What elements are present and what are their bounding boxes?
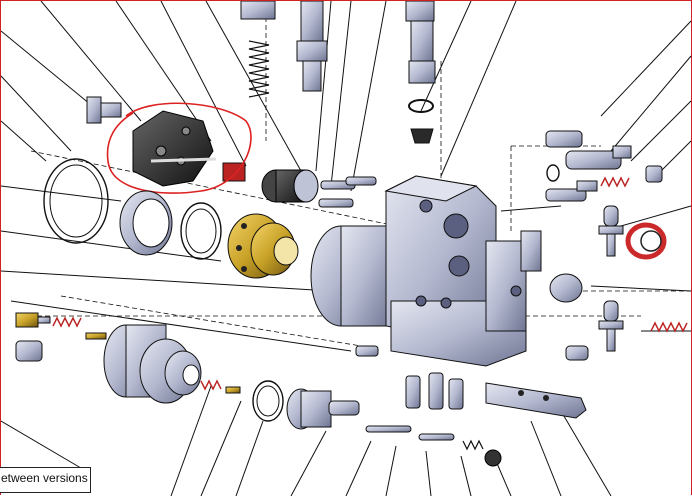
three-small-cylinders [405,372,464,410]
small-pins-cluster [318,176,377,208]
caption-box [0,467,91,493]
lower-ball [484,449,502,467]
left-bolt [86,96,122,124]
right-small-oring [546,164,560,182]
right-valve-piston [565,145,632,170]
red-spring-coil [625,222,667,260]
lower-small-spring [462,439,484,451]
right-edge-spring [650,321,688,333]
small-pin-lower [418,433,455,441]
lower-left-cap [15,340,43,362]
right-top-spool [545,130,583,148]
pump-head-spring [200,379,222,391]
long-pin-lower [365,425,412,433]
vertical-pin-upper [598,205,624,257]
caption-text: etween versions [1,471,88,485]
top-valve-plunger [296,1,328,92]
large-oring-left [43,158,109,244]
top-cap-part [240,1,276,20]
lower-oring [252,380,284,422]
right-cap-small [645,165,663,183]
steel-sleeve-ring [119,190,173,256]
right-needle-pin [545,180,598,202]
main-pump-housing [310,175,542,367]
finned-valve-cylinder [261,169,319,203]
small-brass-pin [225,386,241,394]
small-black-cap [410,128,434,144]
top-spring [248,40,270,98]
top-oring [408,99,434,113]
lower-left-small-pin [85,332,107,340]
top-right-piston [405,1,436,84]
highlight-circle [106,102,252,194]
right-mid-pin [565,345,589,361]
lower-stepped-spool [286,388,360,430]
flat-steel-plate [485,382,587,419]
lower-left-screw [15,312,51,328]
vertical-pin-lower [598,300,624,352]
pump-head-housing [103,324,202,404]
thin-oring-middle [180,202,222,260]
lower-left-spring [52,316,82,328]
brass-castle-nut [227,213,299,279]
black-bracket-part [132,110,217,187]
right-cap-large [549,273,583,303]
small-screw-left [355,345,379,357]
right-small-spring [600,176,630,188]
